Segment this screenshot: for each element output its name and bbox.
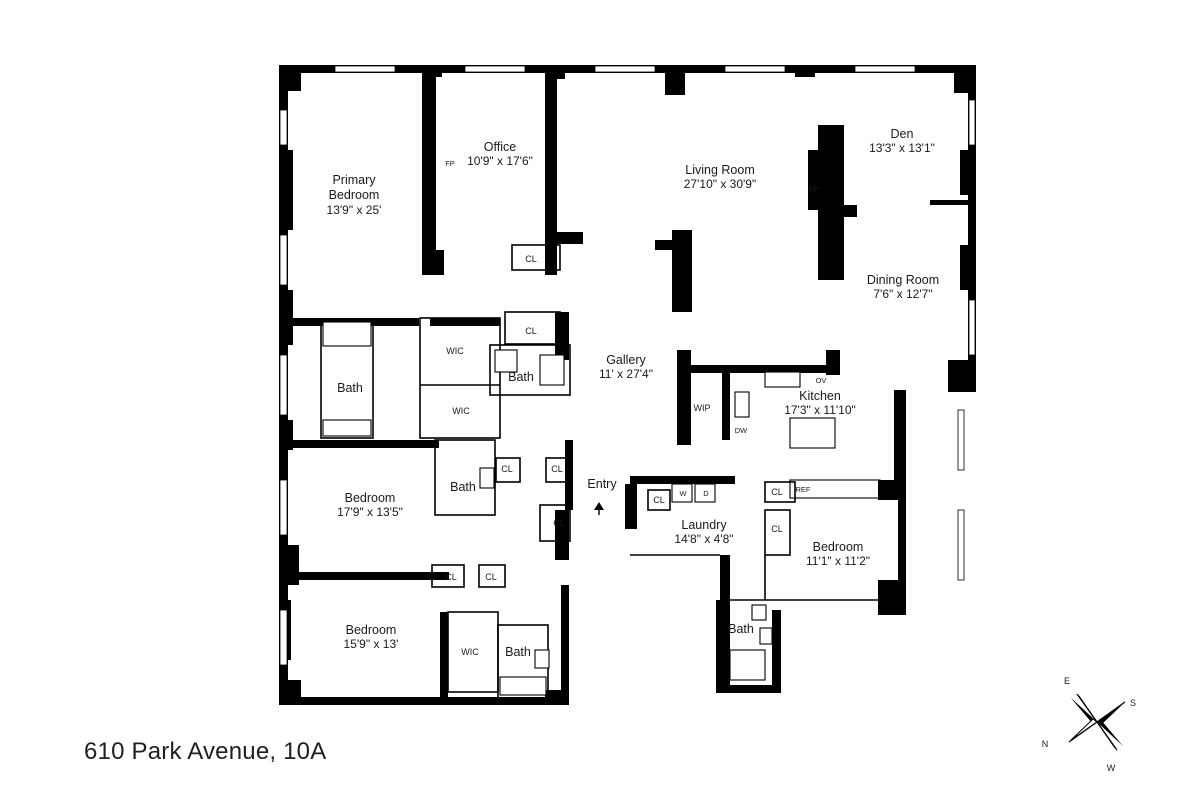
gallery-size: 11' x 27'4" [599, 367, 653, 381]
cl-label-7: CL [485, 572, 497, 582]
wic-label-3: WIC [461, 647, 479, 657]
cl-label-8: CL [653, 495, 665, 505]
compass-e: E [1064, 676, 1070, 686]
laundry-name: Laundry [681, 518, 727, 532]
laundry-size: 14'8" x 4'8" [674, 532, 733, 546]
bedroom-2-size: 17'9" x 13'5" [337, 505, 403, 519]
fp-label-1: FP [445, 159, 455, 168]
cl-label-6: CL [445, 572, 457, 582]
dining-room-size: 7'6" x 12'7" [873, 287, 932, 301]
bath-label-3: Bath [450, 480, 476, 494]
cl-label-9: CL [771, 487, 783, 497]
ov-label: OV [816, 376, 827, 385]
wic-label-2: WIC [452, 406, 470, 416]
gallery-name: Gallery [606, 353, 646, 367]
compass-n: N [1042, 739, 1049, 749]
exterior-walls [279, 65, 976, 705]
office-name: Office [484, 140, 516, 154]
bath-label-2: Bath [508, 370, 534, 384]
primary-bedroom-name-2: Bedroom [329, 188, 380, 202]
bath-label-1: Bath [337, 381, 363, 395]
bath-label-5: Bath [728, 622, 754, 636]
cl-label-1: CL [525, 254, 537, 264]
primary-bedroom-size: 13'9" x 25' [327, 203, 382, 217]
dryer-label: D [703, 489, 709, 498]
den-name: Den [891, 127, 914, 141]
bath-label-4: Bath [505, 645, 531, 659]
entry-name: Entry [587, 477, 617, 491]
compass-s: S [1130, 698, 1136, 708]
cl-label-4: CL [551, 464, 563, 474]
dw-label: DW [735, 426, 748, 435]
bedroom-3-name: Bedroom [346, 623, 397, 637]
primary-bedroom-name-1: Primary [332, 173, 376, 187]
bedroom-4-name: Bedroom [813, 540, 864, 554]
wic-label-1: WIC [446, 346, 464, 356]
interior-walls [279, 65, 970, 702]
bedroom-2-name: Bedroom [345, 491, 396, 505]
windows [279, 65, 976, 666]
kitchen-size: 17'3" x 11'10" [784, 403, 856, 417]
living-room-size: 27'10" x 30'9" [684, 177, 757, 191]
washer-label: W [679, 489, 687, 498]
cl-label-5: CL [553, 518, 565, 528]
compass-rose-icon: E S N W [1042, 676, 1136, 773]
cl-label-10: CL [771, 524, 783, 534]
compass-w: W [1107, 763, 1116, 773]
living-room-name: Living Room [685, 163, 754, 177]
property-address: 610 Park Avenue, 10A [84, 738, 327, 765]
bedroom-3-size: 15'9" x 13' [344, 637, 399, 651]
office-size: 10'9" x 17'6" [467, 154, 533, 168]
fp-label-2: FP [809, 185, 819, 194]
den-size: 13'3" x 13'1" [869, 141, 935, 155]
ref-label: REF [796, 485, 811, 494]
kitchen-name: Kitchen [799, 389, 841, 403]
entry-arrow-icon [594, 502, 604, 510]
room-labels: Primary Bedroom 13'9" x 25' Office 10'9"… [327, 127, 940, 659]
bedroom-4-size: 11'1" x 11'2" [806, 554, 870, 568]
cl-label-3: CL [501, 464, 513, 474]
dining-room-name: Dining Room [867, 273, 939, 287]
cl-label-2: CL [525, 326, 537, 336]
wip-label: WIP [694, 403, 711, 413]
